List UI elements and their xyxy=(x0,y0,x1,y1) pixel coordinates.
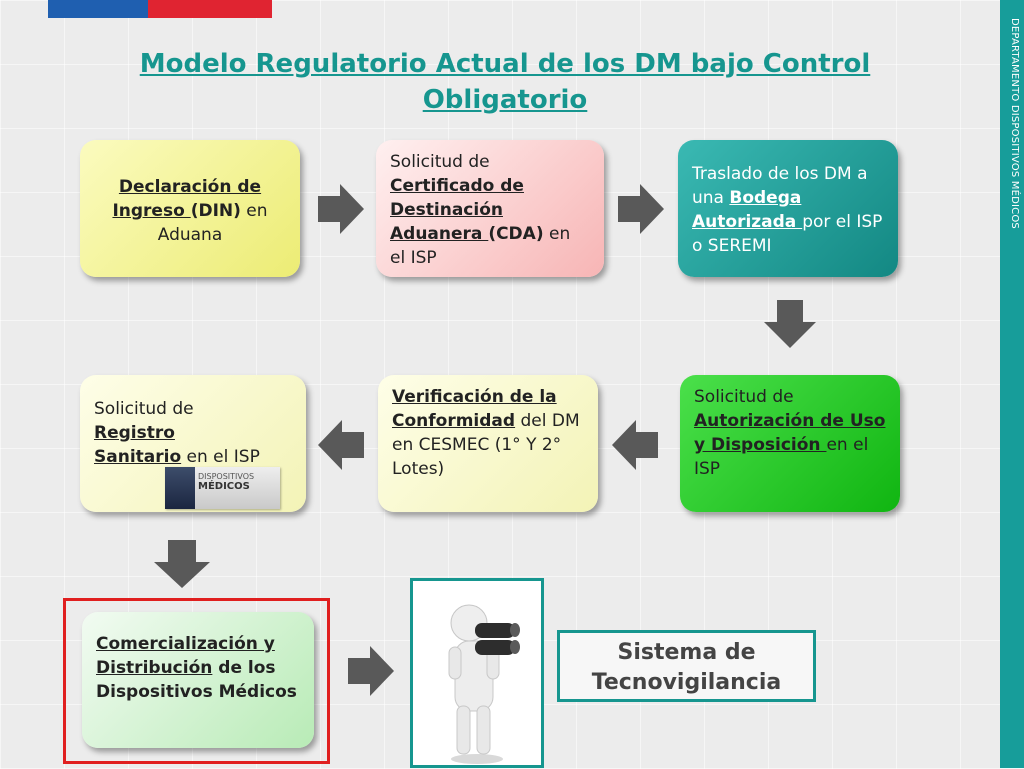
sistema-tecnovigilancia: Sistema de Tecnovigilancia xyxy=(557,630,816,702)
verificacion-detail: del DM en CESMEC (1° Y 2° Lotes) xyxy=(392,411,580,479)
dispositivos-medicos-logo: DISPOSITIVOS MÉDICOS xyxy=(165,467,280,509)
arrow-right-icon xyxy=(348,646,394,696)
arrow-down-icon xyxy=(154,540,210,588)
flag-red xyxy=(148,0,272,18)
logo-line2: MÉDICOS xyxy=(198,481,250,492)
arrow-left-icon xyxy=(318,420,364,470)
side-label: DEPARTAMENTO DISPOSITIVOS MÉDICOS xyxy=(1009,18,1020,229)
logo-text: DISPOSITIVOS MÉDICOS xyxy=(195,467,280,509)
verificacion-link: Verificación de la Conformidad xyxy=(392,387,557,431)
side-bar: DEPARTAMENTO DISPOSITIVOS MÉDICOS xyxy=(1000,0,1024,768)
logo-picture xyxy=(165,467,195,509)
din-location: en Aduana xyxy=(157,201,268,245)
din-link: Declaración de Ingreso xyxy=(112,177,262,221)
cda-prefix: Solicitud de xyxy=(390,152,490,172)
bodega-suffix: por el ISP o SEREMI xyxy=(692,212,883,256)
din-code: (DIN) xyxy=(190,201,241,221)
arrow-right-icon xyxy=(618,184,664,234)
cda-link: Certificado de Destinación Aduanera xyxy=(390,176,524,244)
comercializacion-detail: de los Dispositivos Médicos xyxy=(96,658,297,702)
registro-location: en el ISP xyxy=(181,447,260,467)
cda-location: en el ISP xyxy=(390,224,571,268)
highlight-frame xyxy=(63,598,330,764)
bodega-link: Bodega Autorizada xyxy=(692,188,803,232)
autorizacion-location: en el ISP xyxy=(694,435,869,479)
bodega-prefix: Traslado de los DM a una xyxy=(692,164,868,208)
flag-bar xyxy=(48,0,272,18)
page-title: Modelo Regulatorio Actual de los DM bajo… xyxy=(139,49,871,115)
autorizacion-prefix: Solicitud de xyxy=(694,387,794,407)
box-verificacion-conformidad: Verificación de la Conformidad del DM en… xyxy=(378,375,598,512)
box-bodega-autorizada: Traslado de los DM a una Bodega Autoriza… xyxy=(678,140,898,277)
registro-prefix: Solicitud de xyxy=(94,399,194,419)
box-autorizacion-uso: Solicitud de Autorización de Uso y Dispo… xyxy=(680,375,900,512)
comercializacion-link: Comercialización y Distribución xyxy=(96,634,275,678)
person-binoculars-icon xyxy=(448,604,520,764)
logo-line1: DISPOSITIVOS xyxy=(198,472,255,481)
flag-blue xyxy=(48,0,148,18)
arrow-left-icon xyxy=(612,420,658,470)
autorizacion-link: Autorización de Uso y Disposición xyxy=(694,411,886,455)
box-comercializacion: Comercialización y Distribución de los D… xyxy=(82,612,314,748)
registro-link: Registro Sanitario xyxy=(94,423,182,467)
arrow-down-icon xyxy=(764,300,816,348)
image-frame xyxy=(410,578,544,768)
box-declaracion-ingreso: Declaración de Ingreso (DIN) en Aduana xyxy=(80,140,300,277)
box-certificado-destinacion: Solicitud de Certificado de Destinación … xyxy=(376,140,604,277)
arrow-right-icon xyxy=(318,184,364,234)
cda-code: (CDA) xyxy=(488,224,544,244)
